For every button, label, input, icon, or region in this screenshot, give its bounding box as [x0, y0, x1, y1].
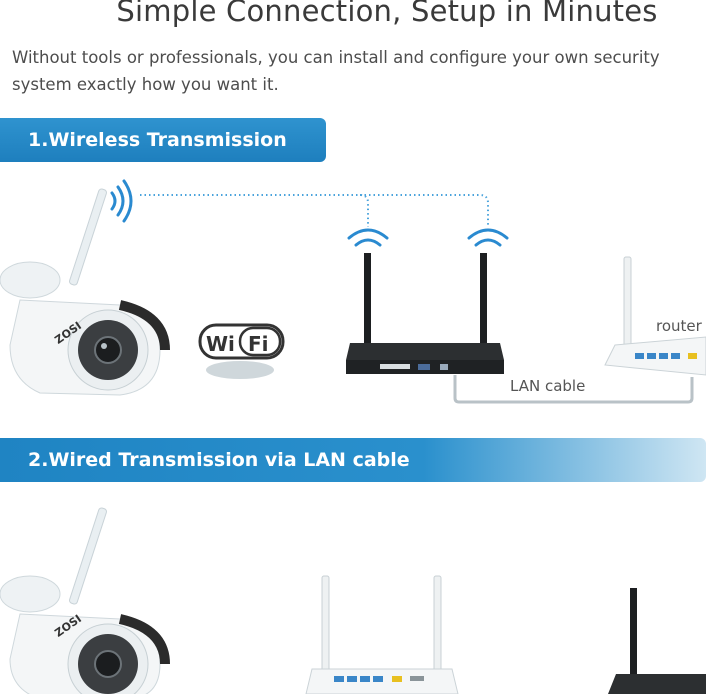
wifi-logo-left: Wi [206, 332, 235, 356]
page-title: Simple Connection, Setup in Minutes [116, 0, 658, 28]
section-banner-wireless: 1.Wireless Transmission [0, 118, 326, 162]
nvr-signal-icons [347, 228, 509, 247]
intro-line-1: Without tools or professionals, you can … [12, 48, 660, 67]
wireless-router-2 [305, 575, 459, 694]
section-banner-wired: 2.Wired Transmission via LAN cable [0, 438, 706, 482]
wireless-link-lines [140, 194, 489, 227]
lan-cable-label: LAN cable [510, 377, 585, 395]
wireless-router [604, 256, 706, 376]
wifi-logo [198, 323, 285, 379]
wireless-diagram: ZOSI Wi Fi LAN cable router [0, 179, 706, 404]
router-label: router [656, 317, 703, 335]
ip-camera-2 [0, 507, 170, 694]
nvr-recorder-2 [608, 588, 706, 694]
wifi-logo-right: Fi [248, 332, 269, 356]
intro-line-2: system exactly how you want it. [12, 75, 279, 94]
lan-cable [453, 375, 694, 404]
intro-text: Without tools or professionals, you can … [12, 44, 706, 98]
camera-signal-icon [110, 179, 133, 223]
wired-diagram: ZOSI [0, 507, 706, 694]
ip-camera [0, 188, 170, 396]
nvr-recorder [346, 253, 504, 374]
